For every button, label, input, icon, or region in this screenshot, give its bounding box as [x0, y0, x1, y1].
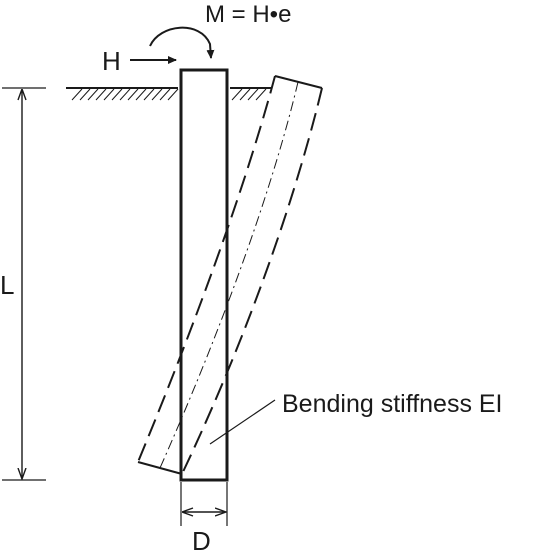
curved-arrow-icon [149, 26, 215, 59]
pile [179, 68, 229, 482]
force-label: H [102, 46, 121, 76]
length-dimension [2, 87, 46, 481]
deflected-pile-bottom [137, 461, 183, 475]
diameter-dimension [180, 482, 228, 526]
deflected-pile [137, 75, 323, 475]
deflected-pile-centerline [159, 81, 299, 469]
stiffness-label: Bending stiffness EI [282, 390, 503, 418]
deflected-pile-right-edge [181, 87, 323, 475]
moment-label: M = H•e [205, 1, 291, 28]
deflected-pile-top [274, 75, 323, 89]
length-label: L [0, 270, 14, 300]
stiffness-leader [209, 399, 276, 445]
ground-hatch-icon [66, 87, 272, 101]
deflected-pile-left-edge [137, 75, 276, 463]
diameter-label: D [192, 526, 211, 552]
